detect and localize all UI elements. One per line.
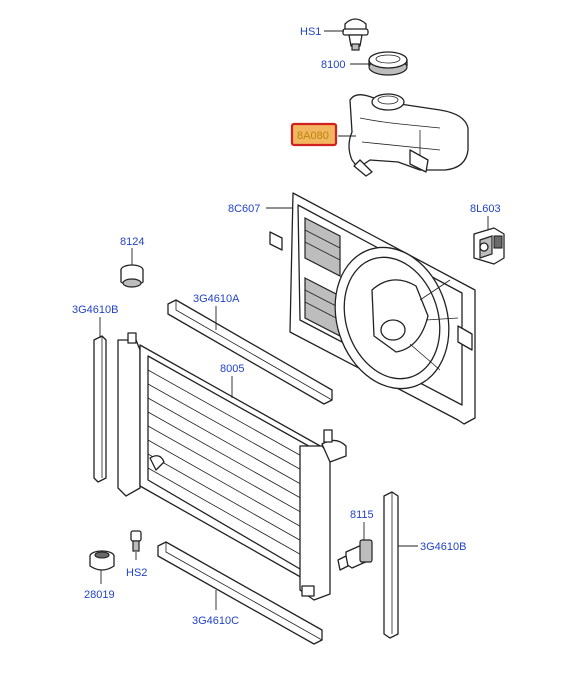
label-3g4610b-right[interactable]: 3G4610B [420,541,466,553]
part-3g4610b-left-seal[interactable] [93,335,107,483]
part-8c607-fan-shroud[interactable] [269,192,476,425]
label-8100[interactable]: 8100 [321,59,345,71]
label-8124[interactable]: 8124 [120,236,144,248]
label-3g4610b-left[interactable]: 3G4610B [72,304,118,316]
part-8005-radiator[interactable] [117,332,347,601]
part-hs1-clip[interactable] [342,18,369,51]
label-8005[interactable]: 8005 [220,363,244,375]
label-28019[interactable]: 28019 [84,589,115,601]
label-hs1[interactable]: HS1 [300,26,321,38]
label-3g4610c[interactable]: 3G4610C [192,615,239,627]
highlight-box-8a080 [290,122,338,147]
part-3g4610b-right-seal[interactable] [383,491,399,639]
part-8124-grommet[interactable] [120,264,144,288]
part-8100-cap[interactable] [368,51,408,76]
label-3g4610a[interactable]: 3G4610A [193,293,240,305]
part-8115-drain-plug[interactable] [337,539,373,571]
label-8c607[interactable]: 8C607 [228,203,260,215]
part-28019-bushing[interactable] [89,550,115,571]
label-hs2[interactable]: HS2 [126,567,147,579]
part-8a080-expansion-tank[interactable] [348,93,469,177]
leader-lines [99,30,489,610]
part-8l603-connector[interactable] [473,227,505,265]
label-8115[interactable]: 8115 [350,509,374,521]
label-8l603[interactable]: 8L603 [470,203,501,215]
part-hs2-screw[interactable] [130,530,142,552]
label-8a080[interactable]: 8A080 [297,130,329,142]
part-3g4610a-top-seal[interactable] [167,299,333,405]
part-labels: HS1 8100 8A080 8C607 8L603 8124 3G4610B … [72,26,501,627]
part-3g4610c-bottom-seal[interactable] [157,541,323,645]
